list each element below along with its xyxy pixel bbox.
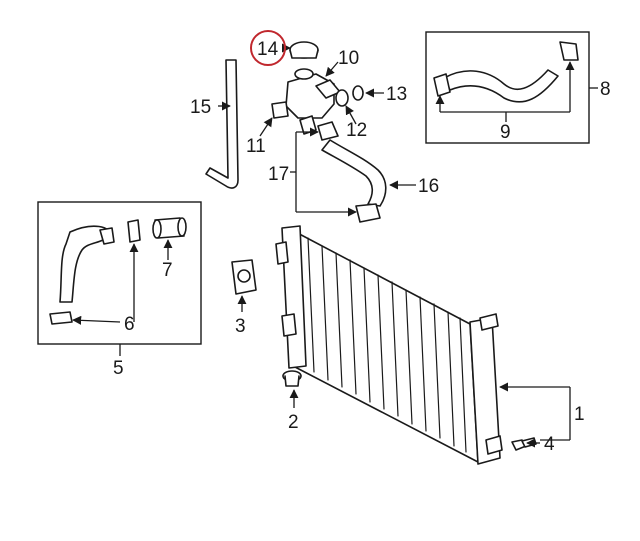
callout-labels: 1 2 3 4 5 6 7 8 9 10 11 12 13 14 15 16 1… [113, 39, 611, 455]
callout-5: 5 [113, 358, 124, 379]
callout-3: 3 [235, 316, 246, 337]
radiator-assembly [275, 225, 503, 465]
drain-plug [282, 370, 302, 387]
thermostat-housing [285, 68, 341, 135]
callout-9: 9 [500, 122, 511, 143]
callout-7: 7 [162, 260, 173, 281]
long-hose [205, 59, 239, 189]
leader-lines [72, 43, 598, 448]
callout-16: 16 [418, 176, 439, 197]
callout-13: 13 [386, 84, 407, 105]
box-8-parts [433, 41, 579, 103]
o-ring-13 [352, 85, 364, 101]
callout-11: 11 [246, 136, 266, 157]
callout-8: 8 [600, 79, 611, 100]
callout-15: 15 [190, 97, 211, 118]
gasket [271, 101, 289, 119]
callout-10: 10 [338, 48, 359, 69]
callout-1: 1 [574, 404, 585, 425]
callout-6: 6 [124, 314, 135, 335]
bolt [511, 437, 537, 451]
callout-12: 12 [346, 120, 367, 141]
callout-4: 4 [544, 434, 555, 455]
highlight-ring [250, 30, 286, 66]
callout-17: 17 [268, 164, 289, 185]
o-ring-12 [335, 89, 349, 107]
callout-14: 14 [257, 39, 279, 60]
hose-16 [317, 121, 387, 223]
callout-2: 2 [288, 412, 299, 433]
box-5-parts [49, 217, 187, 325]
mount-bushing [231, 259, 257, 295]
radiator-fins [307, 237, 467, 453]
filler-cap [289, 41, 319, 59]
